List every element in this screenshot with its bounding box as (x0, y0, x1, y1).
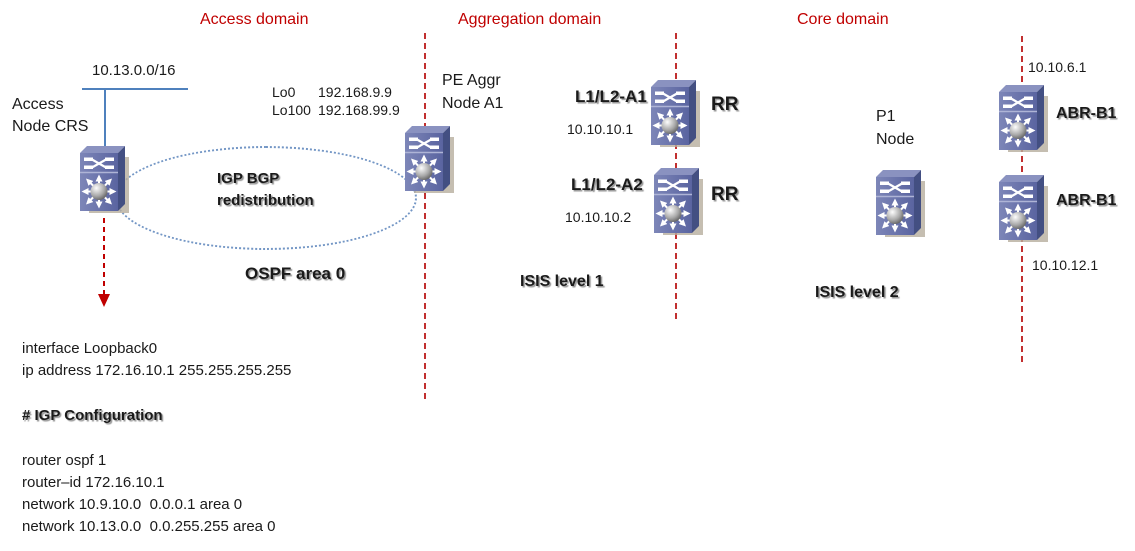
lo0-name: Lo0 (272, 84, 296, 100)
rr2-router-icon (654, 163, 706, 237)
access-node-label-line2: Node CRS (12, 118, 89, 135)
config-line-network2: network 10.13.0.0 0.0.255.255 area 0 (22, 518, 276, 535)
redistribution-label-line1: IGP BGP (217, 170, 280, 187)
rr2-role-label: RR (711, 184, 739, 205)
ospf-area-label: OSPF area 0 (245, 264, 346, 283)
rr1-ip-label: 10.10.10.1 (567, 121, 634, 137)
config-line-ip-address: ip address 172.16.10.1 255.255.255.255 (22, 362, 292, 379)
p1-router-icon (876, 165, 928, 239)
abr2-router-icon (999, 170, 1051, 244)
redistribution-arrow-head-icon (98, 294, 110, 307)
lo100-ip: 192.168.99.9 (318, 102, 400, 118)
abr1-ip-label: 10.10.6.1 (1028, 59, 1087, 75)
redistribution-label-line2: redistribution (217, 192, 314, 209)
rr1-router-icon (651, 75, 703, 149)
isis-level2-label: ISIS level 2 (815, 284, 899, 301)
access-router-icon (80, 141, 132, 215)
pe-aggr-router-icon (405, 121, 457, 195)
config-line-network1: network 10.9.10.0 0.0.0.1 area 0 (22, 496, 243, 513)
lo0-ip: 192.168.9.9 (318, 84, 392, 100)
abr1-name-label: ABR-B1 (1056, 105, 1117, 122)
rr2-name-label: L1/L2-A2 (571, 175, 643, 194)
aggregation-domain-label: Aggregation domain (458, 11, 602, 28)
access-aggregation-boundary-line (424, 33, 426, 401)
abr2-ip-label: 10.10.12.1 (1032, 257, 1099, 273)
p1-node-label-line2: Node (876, 131, 915, 148)
p1-node-label-line1: P1 (876, 108, 896, 125)
access-domain-label: Access domain (200, 11, 309, 28)
config-section-header: # IGP Configuration (22, 407, 163, 424)
pe-node-label-line2: Node A1 (442, 95, 504, 112)
pe-node-label-line1: PE Aggr (442, 72, 501, 89)
config-line-router-id: router–id 172.16.10.1 (22, 474, 165, 491)
rr1-role-label: RR (711, 94, 739, 115)
rr1-name-label: L1/L2-A1 (575, 87, 647, 106)
subnet-bus-line (82, 88, 188, 90)
router-uplink-line (104, 88, 106, 146)
abr1-router-icon (999, 80, 1051, 154)
lo100-name: Lo100 (272, 102, 311, 118)
config-line-interface: interface Loopback0 (22, 340, 158, 357)
subnet-label: 10.13.0.0/16 (92, 62, 176, 79)
core-domain-label: Core domain (797, 11, 889, 28)
abr2-name-label: ABR-B1 (1056, 192, 1117, 209)
access-node-label-line1: Access (12, 96, 64, 113)
rr2-ip-label: 10.10.10.2 (565, 209, 632, 225)
isis-level1-label: ISIS level 1 (520, 273, 604, 290)
redistribution-arrow-line (103, 218, 105, 294)
config-line-router-ospf: router ospf 1 (22, 452, 107, 469)
